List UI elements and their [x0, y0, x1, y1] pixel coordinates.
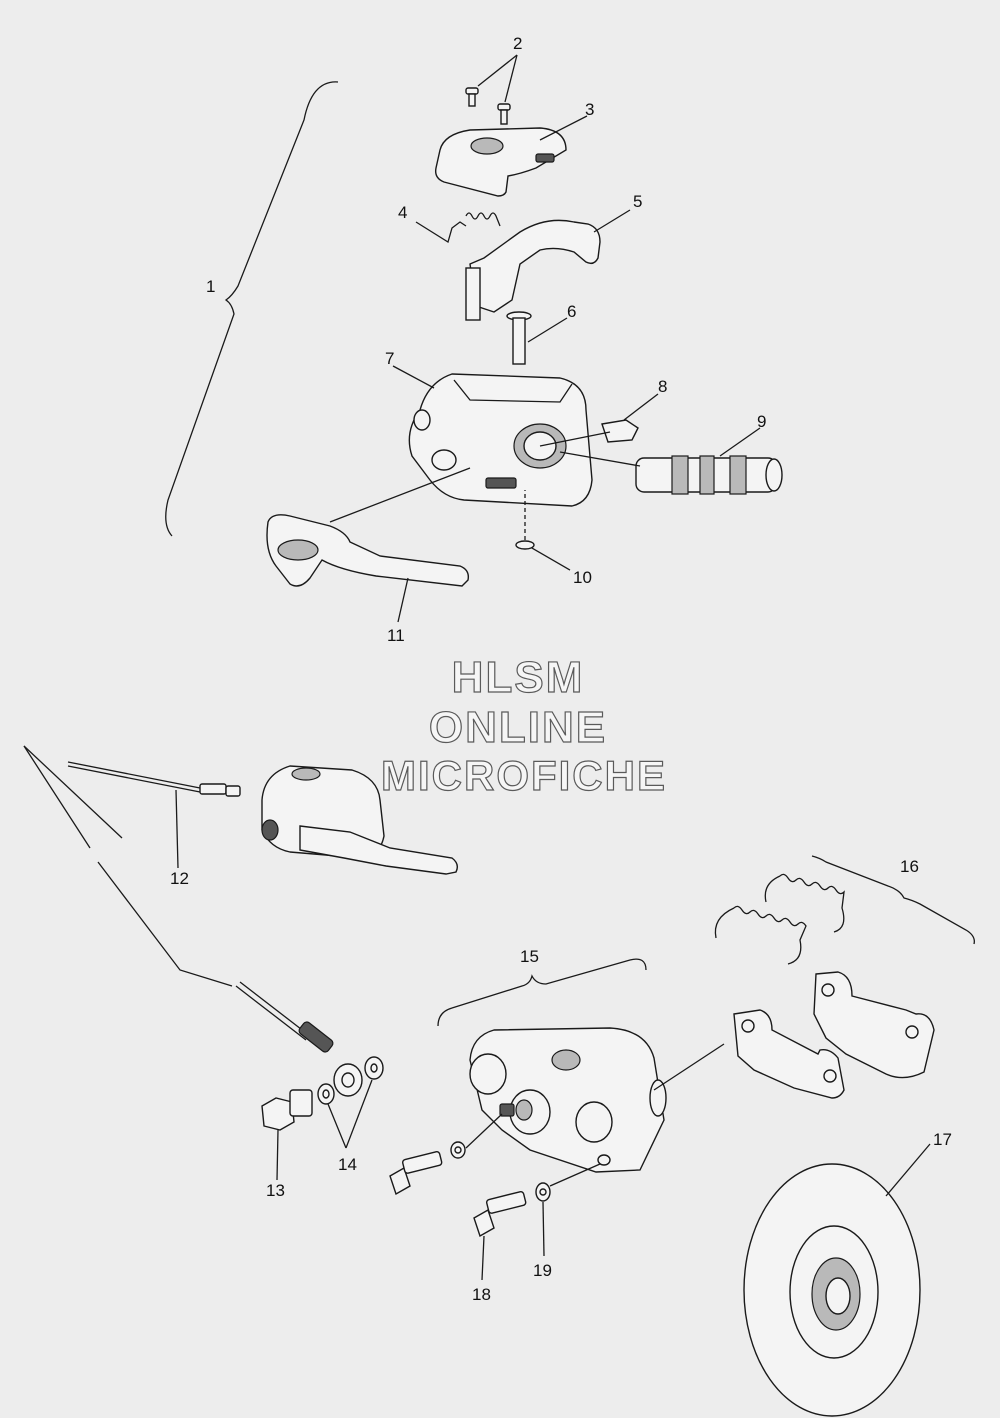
bracket-1	[165, 81, 339, 537]
callout-1: 1	[206, 277, 215, 296]
callout-13: 13	[266, 1181, 285, 1200]
bracket-16	[811, 855, 975, 945]
lever-arm-part-5	[465, 219, 601, 321]
pin-part-6	[506, 311, 532, 365]
o-ring-part-10	[515, 540, 535, 550]
brake-line-part-12	[67, 761, 241, 797]
master-cylinder-assembled	[261, 765, 459, 875]
caliper-bolt-upper	[389, 1141, 466, 1196]
bracket-15	[437, 958, 647, 1027]
callout-18: 18	[472, 1285, 491, 1304]
pad-springs-part-16	[714, 873, 845, 965]
callout-7: 7	[385, 349, 394, 368]
watermark-microfiche: MICROFICHE	[381, 752, 667, 799]
screws-part-2	[465, 87, 511, 125]
brake-lever-part-11	[266, 514, 470, 587]
callout-2: 2	[513, 34, 522, 53]
watermark-online: ONLINE	[429, 703, 607, 752]
callout-14: 14	[338, 1155, 357, 1174]
callout-6: 6	[567, 302, 576, 321]
callout-12: 12	[170, 869, 189, 888]
watermark-hlsm: HLSM	[452, 653, 585, 702]
callout-15: 15	[520, 947, 539, 966]
callout-19: 19	[533, 1261, 552, 1280]
callout-3: 3	[585, 100, 594, 119]
callout-4: 4	[398, 203, 407, 222]
clip-part-8	[601, 419, 639, 443]
brake-disc-part-17	[743, 1163, 921, 1417]
callout-9: 9	[757, 412, 766, 431]
piston-part-9	[635, 455, 783, 495]
brake-pad-inner	[733, 1009, 845, 1099]
banjo-hose-end	[235, 981, 363, 1097]
callout-17: 17	[933, 1130, 952, 1149]
spring-part-4	[415, 212, 501, 244]
washer-part-19	[535, 1182, 551, 1202]
brake-pad-outer	[813, 971, 935, 1079]
banjo-bolt-part-13	[261, 1089, 313, 1131]
caliper-part-15	[469, 1027, 667, 1173]
callout-10: 10	[573, 568, 592, 587]
callout-5: 5	[633, 192, 642, 211]
reservoir-cover-part-3	[434, 127, 567, 197]
master-cylinder-body-part-7	[408, 373, 593, 507]
callout-11: 11	[387, 626, 405, 645]
callout-8: 8	[658, 377, 667, 396]
washers-part-14	[317, 1056, 384, 1105]
bolt-part-18	[473, 1190, 527, 1238]
callout-16: 16	[900, 857, 919, 876]
